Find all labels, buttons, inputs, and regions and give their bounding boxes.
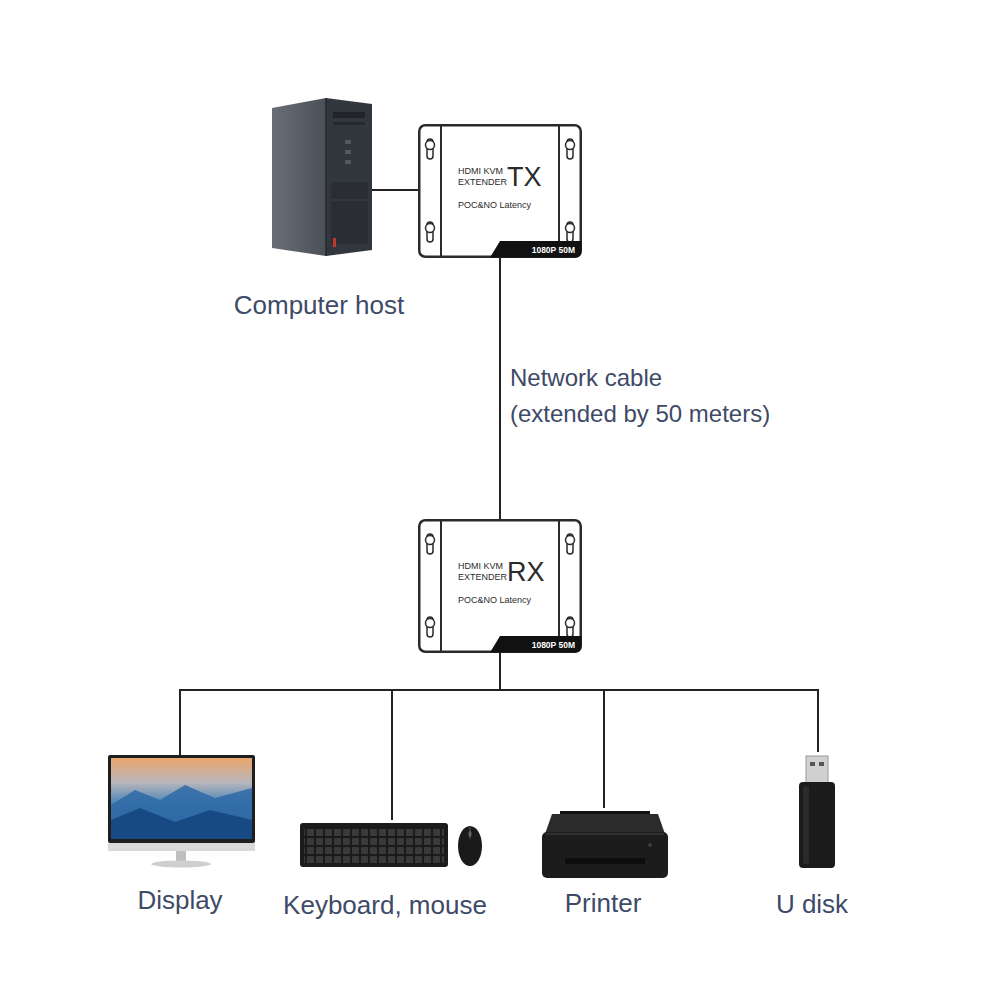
node-caption: Computer host — [234, 290, 405, 320]
monitor — [108, 755, 255, 868]
node-caption: U disk — [776, 889, 848, 919]
node-caption: Printer — [565, 888, 642, 918]
edge-label: Network cable (extended by 50 meters) — [510, 360, 773, 432]
usb-stick — [799, 756, 835, 868]
computer-tower — [272, 98, 372, 256]
product-name: HDMI KVM EXTENDER — [458, 166, 510, 188]
computer-host: Computer host — [266, 95, 372, 320]
printer — [542, 811, 668, 878]
extender-tx: HDMI KVM EXTENDERTX POC&NO Latency 1080P 5… — [418, 124, 582, 258]
connector-line — [499, 258, 501, 519]
connector-line — [392, 653, 500, 820]
channel-mark: TX — [507, 164, 542, 191]
feature-note: POC&NO Latency — [458, 200, 531, 211]
node-caption: Keyboard, mouse — [283, 890, 487, 920]
connector-line — [180, 653, 500, 755]
spec-tag: 1080P 50M — [532, 638, 575, 652]
spec-tag: 1080P 50M — [532, 243, 575, 257]
connector-line — [500, 653, 818, 752]
keyboard-mouse: Keyboard, mouse — [290, 820, 480, 920]
channel-mark: RX — [507, 559, 545, 586]
printer: Printer — [537, 808, 669, 918]
product-name: HDMI KVM EXTENDER — [458, 561, 510, 583]
extender-box — [419, 520, 581, 652]
keyboard-mouse — [300, 823, 482, 867]
feature-note: POC&NO Latency — [458, 595, 531, 606]
u-disk: U disk — [784, 752, 840, 919]
node-caption: Display — [137, 885, 222, 915]
display: Display — [105, 755, 255, 915]
extender-rx: HDMI KVM EXTENDERRX POC&NO Latency 1080P 5… — [418, 519, 582, 653]
connector-line — [372, 189, 418, 191]
connector-line — [500, 653, 604, 808]
extender-box — [419, 125, 581, 257]
